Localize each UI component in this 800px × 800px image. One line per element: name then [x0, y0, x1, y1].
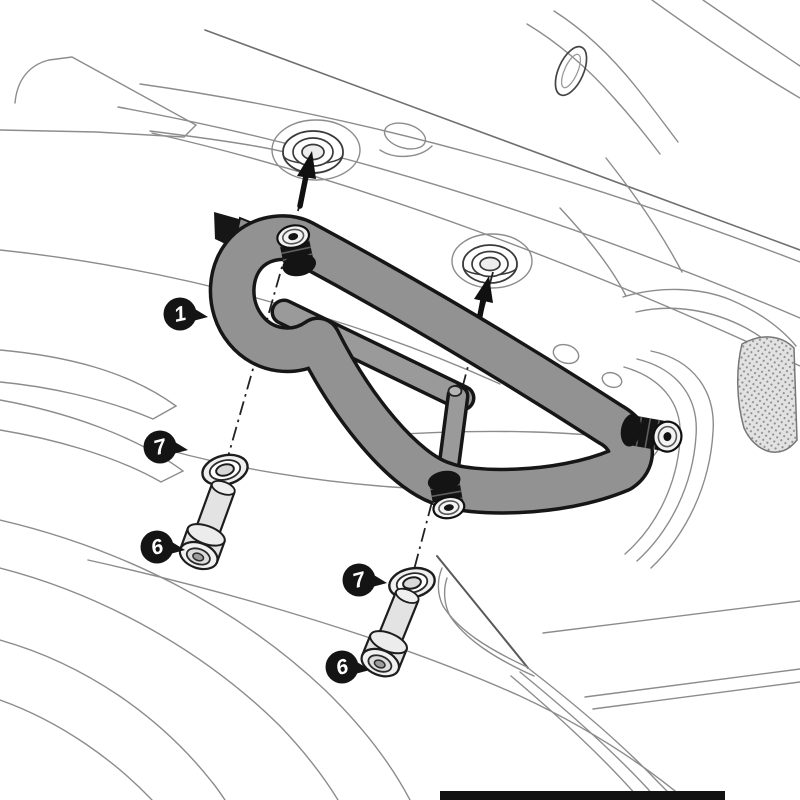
callout-bubble	[163, 297, 197, 331]
stud-face-hub	[443, 504, 454, 511]
side-cowl-top-edge	[622, 288, 797, 347]
hugger-neck-curve	[443, 577, 535, 677]
corner-line	[651, 0, 800, 99]
callout-bolt-lower: 6	[325, 650, 370, 684]
seat-rail-line	[117, 106, 800, 319]
fender-top-edge	[87, 559, 687, 800]
mount-grommet-lower	[451, 233, 533, 289]
mount-stud-right	[620, 413, 683, 453]
stud-face-hub	[663, 432, 672, 442]
bolt-upper	[178, 480, 236, 571]
tail-cowl-outline	[0, 56, 198, 138]
callout-bolt-upper: 6	[140, 530, 185, 564]
seat-rail-line	[0, 249, 501, 385]
grommet-recess-ring	[271, 119, 361, 181]
insertion-arrow-upper	[297, 151, 316, 209]
stud-face-ring	[657, 425, 678, 448]
hugger-edge-bundle	[519, 671, 658, 800]
seat-latch-arc	[379, 145, 433, 157]
mount-stud-upper	[276, 224, 316, 277]
cowl-join-line	[605, 157, 683, 273]
side-panel-dart	[0, 349, 178, 420]
grommet-hole	[301, 143, 325, 161]
bolt-shaft-top	[394, 587, 420, 604]
bolt-lower	[360, 587, 420, 678]
bolt-socket	[192, 552, 205, 562]
callout-number: 1	[172, 302, 188, 327]
fender-arc	[0, 639, 226, 800]
bolt-shaft-top	[210, 480, 236, 496]
hugger-neck-curve	[437, 567, 528, 668]
callout-washer-upper: 7	[143, 430, 188, 464]
callout-washer-lower: 7	[342, 563, 387, 597]
stud-base-flange	[282, 253, 316, 277]
callout-frame: 1	[163, 297, 208, 331]
stud-face-ring	[282, 228, 305, 245]
washer-hole	[402, 576, 422, 590]
bottom-right-line	[584, 668, 800, 698]
callout-bubble	[342, 563, 376, 597]
seat-rail-line	[151, 132, 800, 367]
stud-knurl-rib	[281, 246, 311, 255]
callout-bubble	[325, 650, 359, 684]
arrow-head	[297, 151, 316, 179]
bottom-right-line	[592, 681, 800, 710]
side-cowl-top-edge	[559, 207, 627, 297]
callout-bubble	[143, 430, 177, 464]
seat-rail-line	[139, 83, 800, 263]
stud-knurl-rib	[431, 490, 462, 498]
seat-latch-oval	[383, 122, 427, 150]
fender-arc	[0, 567, 339, 800]
grab-handle-slot	[554, 45, 588, 97]
arrow-head	[474, 276, 493, 303]
fender-arc	[0, 519, 411, 800]
callout-bubble	[140, 530, 174, 564]
stud-face-hub	[288, 233, 299, 241]
mount-grommet-upper	[271, 119, 361, 181]
stud-face-ring	[438, 500, 460, 516]
stud-knurl-rib	[644, 418, 652, 449]
bottom-edge-bar	[440, 791, 725, 800]
side-panel-dart	[0, 399, 185, 483]
grab-handle-slot-inner	[560, 53, 582, 89]
bottom-right-line	[542, 600, 800, 634]
grab-handle-outer	[526, 23, 661, 155]
grab-handle-inner	[553, 10, 679, 143]
mesh-vent-panel	[737, 336, 798, 453]
fender-arc	[0, 699, 153, 800]
hugger-edge-bundle	[510, 675, 642, 800]
shock-diagonal	[436, 555, 529, 669]
seat-rail-line	[204, 29, 800, 251]
side-carrier-bracket	[208, 212, 683, 520]
grommet-hole	[479, 256, 501, 272]
corner-line	[702, 0, 800, 67]
arrow-shaft	[297, 173, 309, 209]
washer-hole	[215, 463, 235, 477]
mount-boss-oval	[601, 371, 623, 389]
stud-base-flange	[620, 413, 642, 447]
mount-boss-oval	[552, 343, 580, 365]
grommet-recess-ring	[451, 233, 533, 289]
stud-base-flange	[427, 470, 461, 492]
mount-stud-bottom	[427, 470, 466, 520]
strap-hole	[447, 385, 463, 397]
louver-curve	[636, 358, 697, 562]
louver-curve	[650, 350, 714, 569]
bolt-socket	[373, 659, 386, 669]
